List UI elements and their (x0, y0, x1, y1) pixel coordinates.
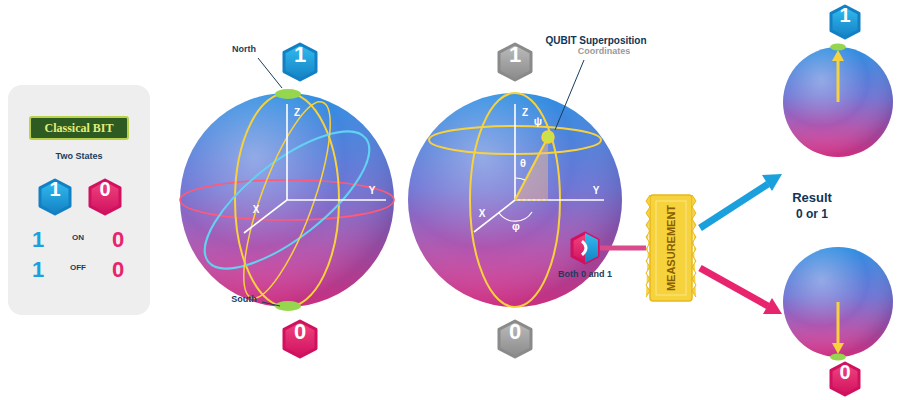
label-text: Result (792, 191, 832, 205)
drawing-part (515, 137, 548, 200)
drawing-part (837, 302, 840, 346)
bloch-sphere (180, 58, 394, 311)
leader-line (258, 58, 282, 88)
drawing-part (762, 174, 782, 191)
state-number: 0 (829, 361, 861, 384)
classical-panel: Two StatesClassical BIT10 (8, 85, 150, 315)
label-text: QUBIT Superposition (545, 35, 646, 46)
label-text: 1 (32, 258, 44, 282)
label-text: θ (520, 157, 526, 169)
drawing-part (832, 50, 844, 61)
qubit-caption: Both 0 and 1 (558, 269, 612, 279)
drawing-part (515, 199, 548, 200)
state-number: 0 (497, 319, 533, 345)
result-sphere (783, 247, 893, 361)
label-text: ON (72, 234, 84, 243)
qubit-sphere (408, 60, 622, 307)
state-hexagon: 0 (282, 319, 318, 359)
drawing-part (656, 201, 686, 295)
drawing-part (763, 298, 782, 314)
title-badge: Classical BIT (29, 116, 129, 140)
label-text: Z (522, 107, 528, 118)
drawing-part (244, 200, 287, 233)
label-text: 0 or 1 (796, 208, 828, 221)
state-number: 1 (497, 42, 533, 68)
drawing-part (499, 212, 532, 221)
drawing-part (783, 47, 893, 157)
label-text: X (253, 204, 260, 215)
label-text: South (231, 295, 257, 305)
drawing-part (474, 104, 604, 232)
result-sphere (783, 44, 893, 158)
state-number: 0 (88, 178, 122, 201)
drawing-part (832, 343, 844, 354)
label-text: φ (512, 220, 520, 232)
label-text: 0 (112, 228, 124, 252)
state-hexagon: 0 (829, 361, 861, 397)
drawing-part (286, 104, 288, 200)
leader-line (555, 60, 584, 130)
drawing-part (650, 195, 692, 301)
drawing-part (514, 104, 516, 200)
state-hexagon: 0 (88, 178, 122, 216)
drawing-part (542, 131, 554, 143)
drawing-part (830, 354, 846, 361)
state-hexagon: 0 (497, 319, 533, 359)
state-number: 0 (282, 319, 318, 345)
drawing-part (275, 89, 301, 99)
drawing-part (515, 199, 604, 201)
state-hexagon: 1 (497, 42, 533, 82)
drawing-part (582, 241, 586, 255)
measurement-box: MEASUREMENT (646, 195, 696, 301)
leader-line (262, 302, 280, 306)
drawing-part (515, 137, 548, 200)
drawing-part (470, 93, 560, 307)
label-text: ψ (534, 115, 542, 127)
label-text: Z (294, 107, 300, 118)
connector-line (600, 246, 646, 251)
label-text: X (479, 208, 486, 219)
state-number: 1 (829, 4, 861, 27)
drawing-part (830, 44, 846, 51)
drawing-part (408, 93, 622, 307)
label-text: Y (593, 185, 600, 196)
qubit-icon: Both 0 and 1 (570, 231, 600, 265)
label-text: Y (369, 185, 376, 196)
hexagon-shape (570, 231, 600, 265)
drawing-part (287, 199, 386, 201)
drawing-part (837, 58, 840, 102)
drawing-part (180, 93, 394, 307)
state-hexagon: 1 (38, 178, 72, 216)
result-arrows (700, 174, 782, 314)
drawing-part (408, 93, 622, 307)
label-text: North (232, 45, 256, 55)
drawing-part (180, 93, 394, 307)
label-text: 1 (32, 228, 44, 252)
label-text: Coordinates (578, 47, 631, 57)
drawing-part (244, 104, 386, 233)
drawing-part (700, 184, 768, 228)
drawing-part (783, 247, 893, 357)
drawing-part (646, 195, 650, 297)
drawing-part (783, 247, 893, 357)
label-text: 0 (112, 258, 124, 282)
drawing-part (783, 47, 893, 157)
label-text: OFF (70, 264, 86, 273)
panel-subtitle: Two States (8, 151, 150, 161)
state-number: 1 (282, 42, 318, 68)
badge-text: Classical BIT (31, 118, 127, 138)
measurement-text: MEASUREMENT (665, 205, 677, 291)
drawing-part (700, 268, 768, 306)
drawing-part (572, 233, 598, 263)
drawing-part (474, 200, 515, 232)
state-hexagon: 1 (829, 4, 861, 40)
drawing-part (515, 178, 525, 180)
state-number: 1 (38, 178, 72, 201)
state-hexagon: 1 (282, 42, 318, 82)
drawing-part (692, 195, 696, 297)
